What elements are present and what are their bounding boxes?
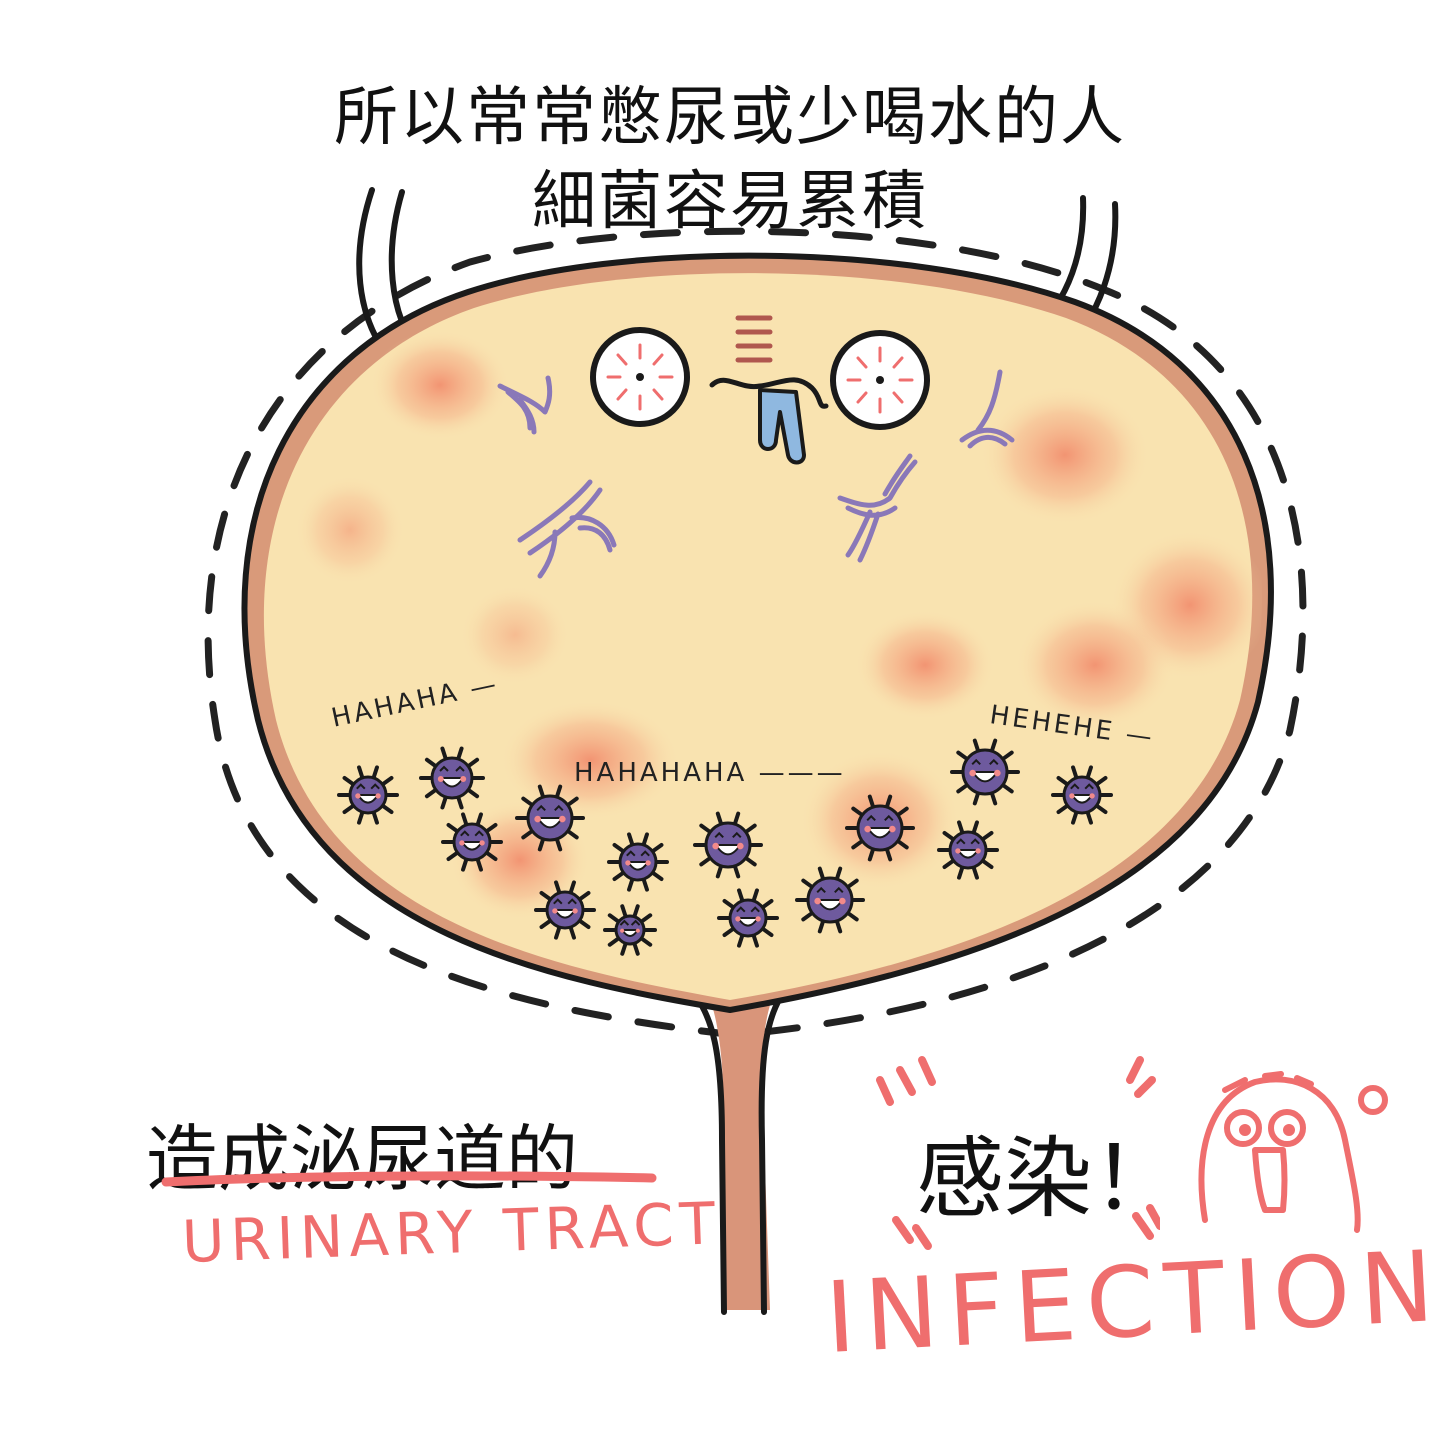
bacteria-icon <box>337 765 399 825</box>
bacteria-icon <box>717 888 779 948</box>
bacteria-icon <box>845 794 915 862</box>
bacteria-icon <box>441 812 503 872</box>
blood-vessel-icon <box>497 369 1015 579</box>
bacteria-icon <box>603 904 657 956</box>
bacteria-icon <box>795 866 865 934</box>
bacteria-icon <box>607 832 669 892</box>
bacteria-icon <box>419 746 485 810</box>
bacteria-icon <box>534 880 596 940</box>
bacteria-icon <box>515 784 585 852</box>
caption-line-1: 所以常常憋尿或少喝水的人 <box>334 81 1126 155</box>
bacteria-icon <box>1051 765 1113 825</box>
laugh-text: HAHAHAHA ——— <box>574 758 846 788</box>
bacteria-icon <box>937 820 999 880</box>
dashed-outline <box>204 227 1307 1039</box>
right-eye <box>830 330 930 430</box>
left-eye <box>590 327 690 427</box>
mouth <box>709 377 829 409</box>
caption-line-2: 細菌容易累積 <box>532 165 928 239</box>
emphasis-marks <box>876 1056 1160 1250</box>
bacteria-group <box>337 738 1113 956</box>
drool-icon <box>758 388 806 465</box>
shock-lines <box>735 315 773 363</box>
surprised-doodle-icon <box>1198 1071 1388 1233</box>
shocked-face-icon <box>590 315 930 465</box>
bacteria-icon <box>693 811 763 879</box>
caption-cause: 造成泌尿道的 <box>146 1117 579 1201</box>
bacteria-icon <box>950 738 1020 806</box>
caption-underline <box>161 1171 657 1187</box>
